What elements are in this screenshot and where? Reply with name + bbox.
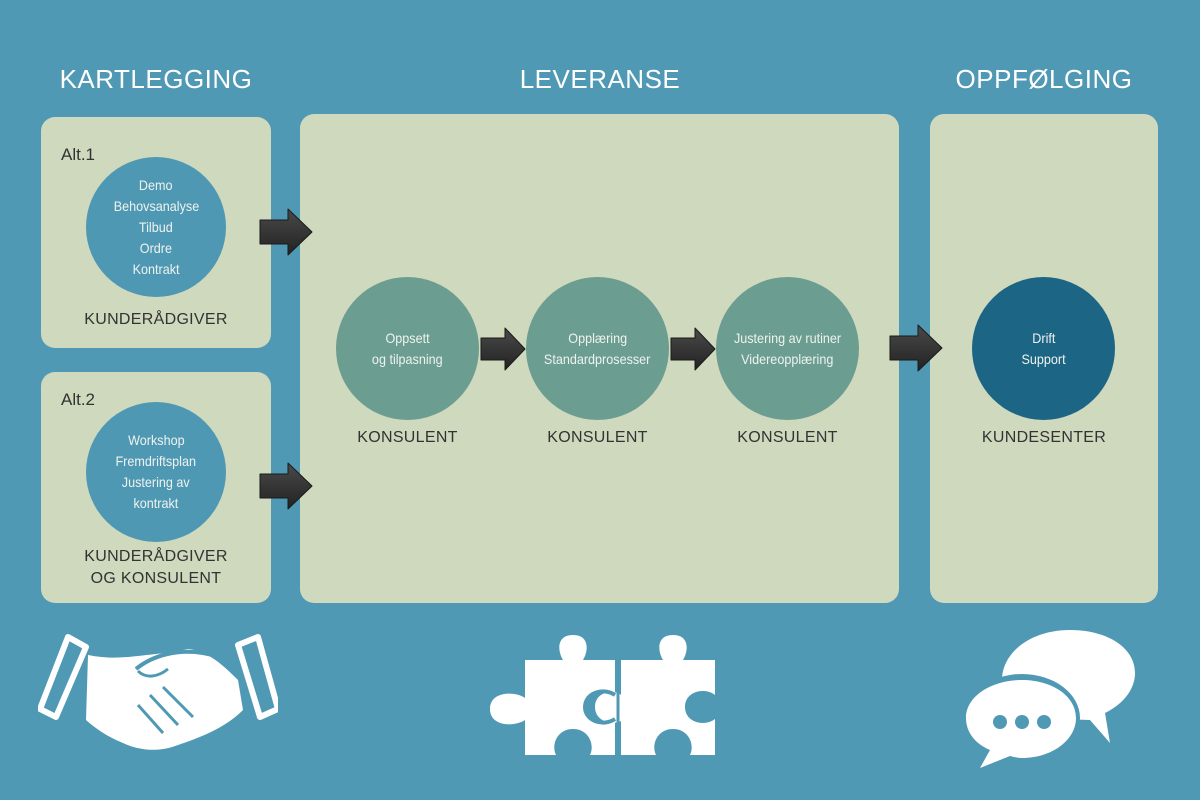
alt1-activities-circle: Demo Behovsanalyse Tilbud Ordre Kontrakt	[86, 157, 226, 297]
activity-item: Fremdriftsplan	[115, 453, 197, 469]
role-label: KUNDERÅDGIVER	[41, 309, 271, 331]
role-label: KONSULENT	[737, 429, 838, 446]
kartlegging-alt2-panel: Alt.2 Workshop Fremdriftsplan Justering …	[41, 372, 271, 603]
handshake-icon	[38, 634, 278, 750]
step-item: Oppsett	[385, 329, 430, 346]
role-line: KUNDERÅDGIVER	[84, 311, 228, 328]
arrow-right-icon	[259, 462, 313, 510]
activity-item: Demo	[139, 176, 173, 193]
step-circle-drift-support: Drift Support	[972, 277, 1115, 420]
role-label: KUNDERÅDGIVER OG KONSULENT	[41, 546, 271, 590]
alt-label: Alt.2	[61, 390, 96, 409]
activity-item: Workshop	[127, 432, 185, 448]
phase-title-oppfolging: OPPFØLGING	[955, 64, 1133, 94]
role-label: KONSULENT	[357, 429, 458, 446]
role-line: KUNDERÅDGIVER	[84, 548, 228, 565]
role-label: KUNDESENTER	[981, 429, 1107, 446]
activity-item: Justering av	[122, 474, 190, 490]
step-item: Videreopplæring	[741, 350, 834, 367]
alt-label: Alt.1	[61, 145, 96, 164]
phase-title-leveranse: LEVERANSE	[519, 64, 681, 94]
kartlegging-alt1-panel: Alt.1 Demo Behovsanalyse Tilbud Ordre Ko…	[41, 117, 271, 348]
role-line: OG KONSULENT	[90, 570, 222, 587]
arrow-right-icon	[259, 208, 313, 256]
arrow-right-icon	[480, 327, 526, 371]
step-item: Justering av rutiner	[733, 329, 842, 346]
arrow-right-icon	[670, 327, 716, 371]
role-label: KONSULENT	[547, 429, 648, 446]
step-circle-oppsett: Oppsett og tilpasning	[336, 277, 479, 420]
step-item: og tilpasning	[372, 350, 443, 367]
step-item: Support	[1021, 350, 1066, 367]
leveranse-panel: Oppsett og tilpasning KONSULENT Opplærin…	[300, 114, 899, 603]
step-item: Standardprosesser	[544, 350, 651, 367]
alt2-activities-circle: Workshop Fremdriftsplan Justering av kon…	[86, 402, 226, 542]
phase-title-kartlegging: KARTLEGGING	[59, 64, 253, 94]
arrow-right-icon	[889, 324, 943, 372]
step-item: Drift	[1031, 329, 1056, 346]
activity-item: Behovsanalyse	[113, 197, 199, 214]
step-circle-opplaering: Opplæring Standardprosesser	[526, 277, 669, 420]
activity-item: Ordre	[139, 239, 173, 256]
activity-item: Kontrakt	[132, 260, 180, 277]
activity-item: kontrakt	[133, 495, 179, 511]
step-circle-justering: Justering av rutiner Videreopplæring	[716, 277, 859, 420]
oppfolging-panel: Drift Support KUNDESENTER	[930, 114, 1158, 603]
chat-bubbles-icon	[964, 630, 1135, 768]
step-item: Opplæring	[568, 329, 627, 346]
activity-item: Tilbud	[139, 218, 173, 235]
puzzle-icon	[490, 635, 715, 755]
